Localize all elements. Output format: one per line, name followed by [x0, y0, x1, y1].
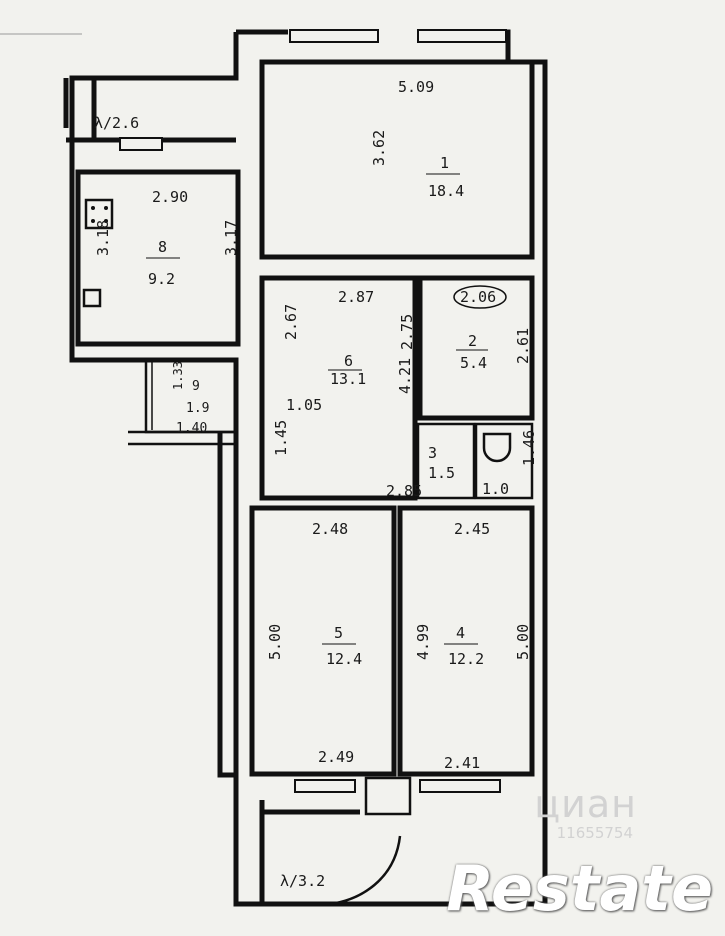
window	[417, 29, 507, 43]
room-6-number: 6	[344, 352, 353, 370]
balcony-door	[364, 776, 412, 816]
room-4-width-bottom: 2.41	[444, 754, 480, 772]
room-3-width: 2.85	[386, 482, 422, 500]
room-2-area: 5.4	[460, 354, 487, 372]
bath-tub	[482, 432, 512, 463]
room-9-depth: 1.33	[171, 361, 185, 390]
watermark-brand: циан	[534, 782, 637, 826]
balcony-top-label: λ/2.6	[94, 114, 139, 132]
room-6-area: 13.1	[330, 370, 366, 388]
room-1-number: 1	[440, 154, 449, 172]
room-5-width-top: 2.48	[312, 520, 348, 538]
room-6-lower: 1.45	[272, 420, 290, 456]
window	[119, 137, 163, 151]
room-5-number: 5	[334, 624, 343, 642]
balcony-bottom-label: λ/3.2	[280, 872, 325, 890]
bath-depth: 1.46	[520, 430, 538, 466]
room-8-depth-left: 3.18	[94, 220, 112, 256]
room-5-depth: 5.00	[266, 624, 284, 660]
room-4-number: 4	[456, 624, 465, 642]
room-4-area: 12.2	[448, 650, 484, 668]
room-2-depth-right: 2.61	[514, 328, 532, 364]
room-5-walls	[249, 505, 397, 777]
room-6-length: 4.21	[396, 358, 414, 394]
balcony-top-wall	[63, 78, 236, 143]
room-8-area: 9.2	[148, 270, 175, 288]
room-3-walls	[416, 422, 476, 500]
room-9-number: 9	[192, 379, 200, 394]
sink-icon	[82, 288, 102, 308]
room-8-walls	[75, 169, 241, 347]
room-4-depth-right: 5.00	[514, 624, 532, 660]
bath-walls	[474, 422, 534, 500]
room-5-width-bottom: 2.49	[318, 748, 354, 766]
balcony-bottom	[259, 800, 360, 907]
room-8-depth-right: 3.17	[222, 220, 240, 256]
watermark-listing-id: 11655754	[556, 824, 633, 842]
room-3-number: 3	[428, 444, 437, 462]
room-8-width: 2.90	[152, 188, 188, 206]
stove-icon	[84, 198, 114, 230]
room-4-width-top: 2.45	[454, 520, 490, 538]
room-9-width: 1.40	[176, 421, 207, 436]
window	[294, 779, 356, 793]
room-6-width: 2.87	[338, 288, 374, 306]
room-6-walls	[259, 275, 418, 501]
window	[419, 779, 501, 793]
room-3-area: 1.5	[428, 464, 455, 482]
room-6-side: 2.67	[282, 304, 300, 340]
room-1-width: 5.09	[398, 78, 434, 96]
room-6-recess: 1.05	[286, 396, 322, 414]
room-1-depth: 3.62	[370, 130, 388, 166]
room-4-walls	[397, 505, 535, 777]
room-8-number: 8	[158, 238, 167, 256]
room-1-area: 18.4	[428, 182, 464, 200]
bottom-left-wall	[217, 432, 236, 778]
room-1-walls	[259, 59, 535, 260]
room-2-walls	[417, 275, 535, 421]
bath-width: 1.0	[482, 480, 509, 498]
room-4-depth-left: 4.99	[414, 624, 432, 660]
room-9-area: 1.9	[186, 401, 209, 416]
room-5-area: 12.4	[326, 650, 362, 668]
restate-logo: Restate	[446, 852, 713, 925]
room-2-number: 2	[468, 332, 477, 350]
room-2-depth-left: 2.75	[398, 314, 416, 350]
room-2-width: 2.06	[460, 288, 496, 306]
balcony-arc	[329, 835, 402, 906]
room-9-walls	[144, 358, 238, 434]
window	[289, 29, 379, 43]
